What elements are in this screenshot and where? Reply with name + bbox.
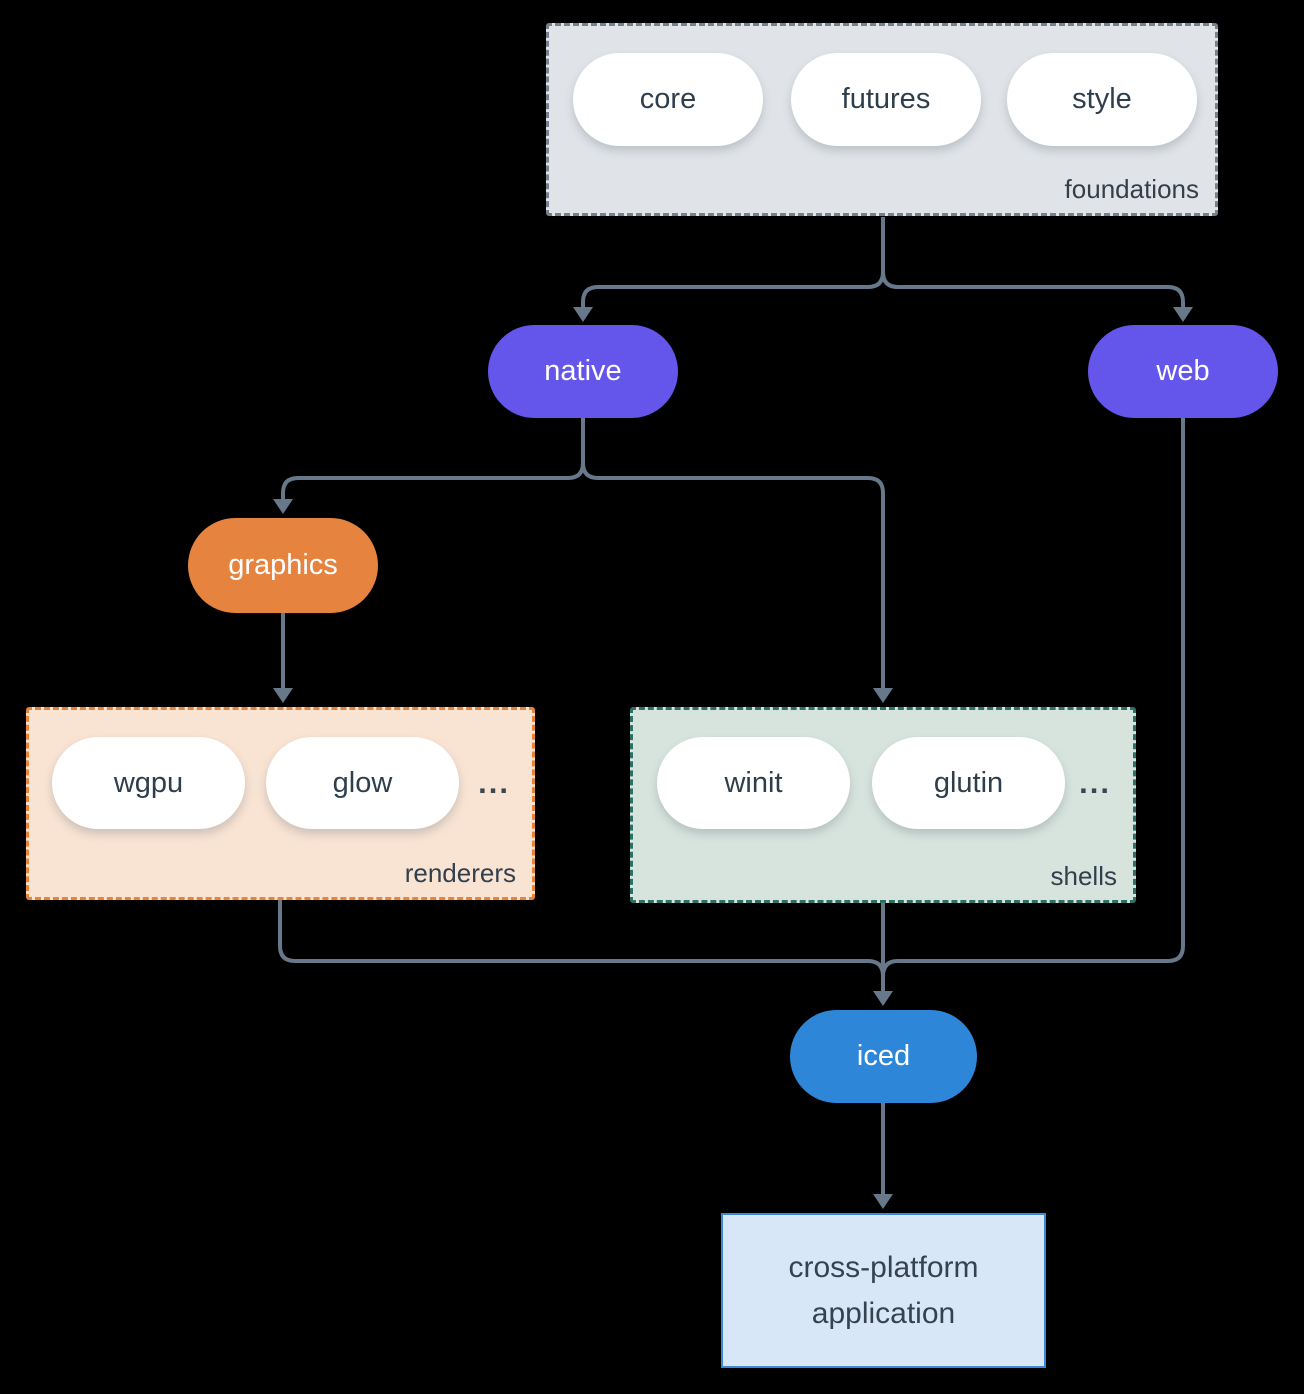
arrow-native-to-shells <box>581 418 893 703</box>
arrow-iced-to-application <box>873 1103 893 1209</box>
arrow-foundations-to-native <box>573 217 885 322</box>
node-wgpu: wgpu <box>52 737 245 829</box>
arrow-foundations-to-web <box>881 217 1193 322</box>
group-shells: winit glutin ... shells <box>630 707 1136 903</box>
group-renderers: wgpu glow ... renderers <box>26 707 535 900</box>
node-winit: winit <box>657 737 850 829</box>
node-futures: futures <box>791 53 981 146</box>
group-renderers-label: renderers <box>404 858 516 888</box>
arrow-renderers-to-iced <box>278 900 885 977</box>
node-graphics: graphics <box>188 518 378 613</box>
node-iced: iced <box>790 1010 977 1103</box>
node-core: core <box>573 53 763 146</box>
group-foundations-label: foundations <box>1064 174 1199 204</box>
node-style: style <box>1007 53 1197 146</box>
arrow-native-to-graphics <box>273 418 585 514</box>
renderers-ellipsis: ... <box>478 765 510 800</box>
node-glow: glow <box>266 737 459 829</box>
group-foundations: core futures style foundations <box>546 23 1218 216</box>
node-glutin: glutin <box>872 737 1065 829</box>
node-native: native <box>488 325 678 418</box>
shells-ellipsis: ... <box>1079 765 1111 800</box>
node-cross-platform-application: cross-platform application <box>721 1213 1046 1368</box>
node-web: web <box>1088 325 1278 418</box>
group-shells-label: shells <box>1050 861 1117 891</box>
arrow-shells-to-iced <box>873 903 893 1006</box>
arrow-graphics-to-renderers <box>273 613 293 703</box>
